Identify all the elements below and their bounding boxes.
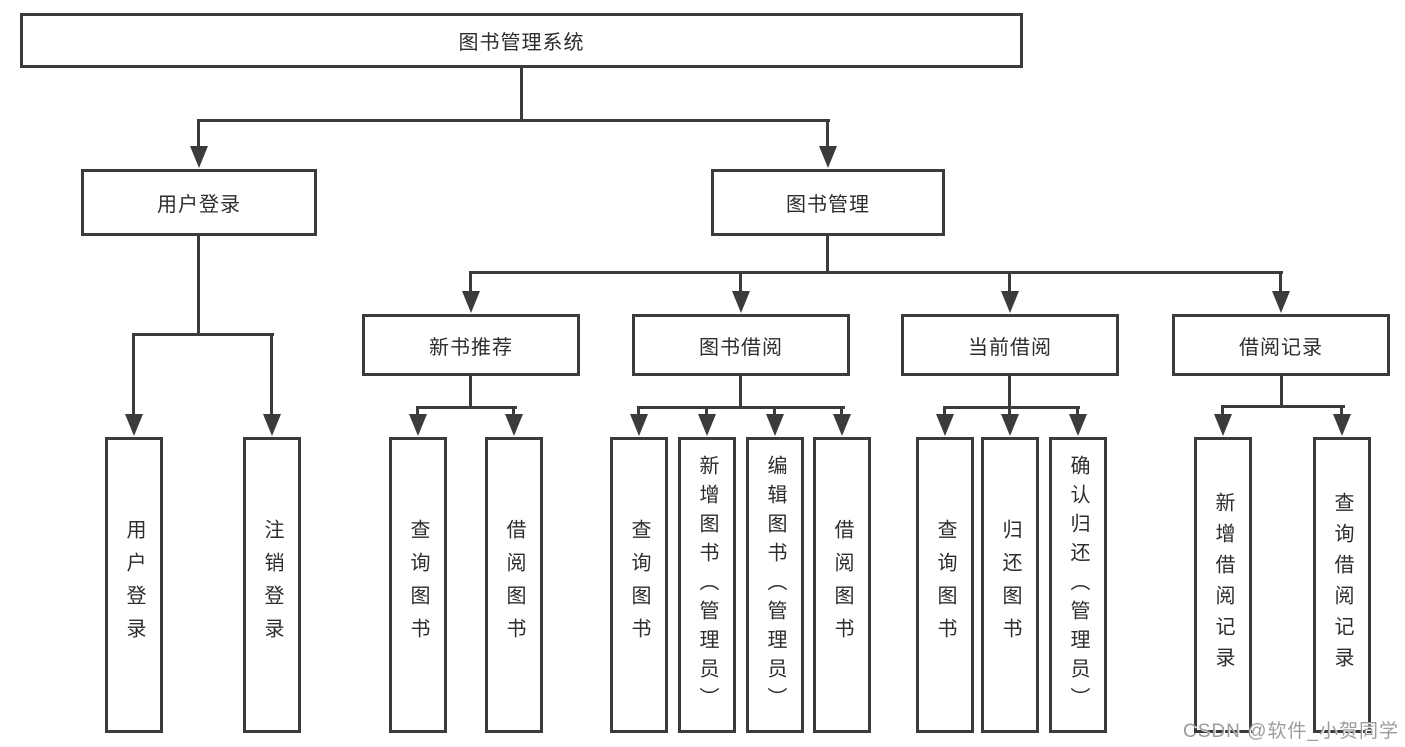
- leaf-label: 确认归还（管理员）: [1067, 454, 1089, 716]
- leaf-label: 新增借阅记录: [1212, 492, 1234, 678]
- leaf-query-books-recommend: 查询图书: [389, 437, 447, 733]
- connector-vline: [1076, 406, 1079, 418]
- connector-vline: [826, 235, 829, 273]
- leaf-label: 用户登录: [123, 519, 145, 651]
- arrowhead-down-icon: [936, 414, 954, 436]
- leaf-label: 新增图书（管理员）: [696, 454, 718, 716]
- connector-vline: [1279, 271, 1282, 293]
- connector-vline: [1008, 271, 1011, 293]
- leaf-return-book: 归还图书: [981, 437, 1039, 733]
- connector-vline: [637, 406, 640, 418]
- connector-vline: [512, 406, 515, 418]
- leaf-label: 编辑图书（管理员）: [764, 454, 786, 716]
- arrowhead-down-icon: [766, 414, 784, 436]
- leaf-confirm-return-admin: 确认归还（管理员）: [1049, 437, 1107, 733]
- connector-vline: [943, 406, 946, 418]
- leaf-borrow-books-recommend: 借阅图书: [485, 437, 543, 733]
- connector-vline: [739, 271, 742, 293]
- arrowhead-down-icon: [1001, 291, 1019, 313]
- leaf-edit-book-admin: 编辑图书（管理员）: [746, 437, 804, 733]
- node-user-login: 用户登录: [81, 169, 317, 236]
- leaf-user-login: 用户登录: [105, 437, 163, 733]
- arrowhead-down-icon: [1001, 414, 1019, 436]
- leaf-label: 查询借阅记录: [1331, 492, 1353, 678]
- arrowhead-down-icon: [505, 414, 523, 436]
- arrowhead-down-icon: [833, 414, 851, 436]
- connector-vline: [705, 406, 708, 418]
- connector-vline: [1008, 406, 1011, 418]
- leaf-label: 查询图书: [407, 519, 429, 651]
- leaf-query-books-borrowing: 查询图书: [610, 437, 668, 733]
- connector-hline: [132, 333, 274, 336]
- connector-vline: [469, 271, 472, 293]
- connector-vline: [1340, 405, 1343, 418]
- arrowhead-down-icon: [462, 291, 480, 313]
- connector-hline: [469, 271, 1283, 274]
- arrowhead-down-icon: [698, 414, 716, 436]
- connector-vline: [1221, 405, 1224, 418]
- connector-vline: [197, 119, 200, 151]
- leaf-label: 注销登录: [261, 519, 283, 651]
- leaf-query-books-current: 查询图书: [916, 437, 974, 733]
- arrowhead-down-icon: [630, 414, 648, 436]
- connector-vline: [469, 376, 472, 408]
- arrowhead-down-icon: [1333, 414, 1351, 436]
- connector-hline: [1221, 405, 1345, 408]
- node-new-book-recommend: 新书推荐: [362, 314, 580, 376]
- node-current-borrowing: 当前借阅: [901, 314, 1119, 376]
- arrowhead-down-icon: [125, 414, 143, 436]
- connector-hline: [943, 406, 1080, 409]
- leaf-logout: 注销登录: [243, 437, 301, 733]
- arrowhead-down-icon: [1069, 414, 1087, 436]
- leaf-label: 借阅图书: [831, 519, 853, 651]
- connector-vline: [197, 236, 200, 336]
- connector-hline: [637, 406, 845, 409]
- connector-vline: [270, 333, 273, 415]
- leaf-query-borrow-record: 查询借阅记录: [1313, 437, 1371, 733]
- leaf-borrow-books-borrowing: 借阅图书: [813, 437, 871, 733]
- leaf-add-book-admin: 新增图书（管理员）: [678, 437, 736, 733]
- connector-vline: [416, 406, 419, 418]
- leaf-label: 查询图书: [628, 519, 650, 651]
- connector-vline: [826, 119, 829, 151]
- arrowhead-down-icon: [263, 414, 281, 436]
- connector-hline: [416, 406, 517, 409]
- node-library-system-root: 图书管理系统: [20, 13, 1023, 68]
- connector-vline: [132, 333, 135, 415]
- connector-vline: [840, 406, 843, 418]
- watermark-text: CSDN @软件_小贺同学: [1183, 721, 1399, 742]
- connector-vline: [739, 376, 742, 408]
- connector-hline: [198, 119, 830, 122]
- connector-vline: [520, 67, 523, 121]
- leaf-label: 借阅图书: [503, 519, 525, 651]
- leaf-label: 查询图书: [934, 519, 956, 651]
- node-book-management: 图书管理: [711, 169, 945, 236]
- arrowhead-down-icon: [190, 146, 208, 168]
- connector-vline: [1008, 376, 1011, 408]
- connector-vline: [1280, 376, 1283, 407]
- arrowhead-down-icon: [1272, 291, 1290, 313]
- leaf-add-borrow-record: 新增借阅记录: [1194, 437, 1252, 733]
- node-book-borrowing: 图书借阅: [632, 314, 850, 376]
- arrowhead-down-icon: [732, 291, 750, 313]
- arrowhead-down-icon: [1214, 414, 1232, 436]
- arrowhead-down-icon: [409, 414, 427, 436]
- leaf-label: 归还图书: [999, 519, 1021, 651]
- node-borrowing-records: 借阅记录: [1172, 314, 1390, 376]
- connector-vline: [773, 406, 776, 418]
- arrowhead-down-icon: [819, 146, 837, 168]
